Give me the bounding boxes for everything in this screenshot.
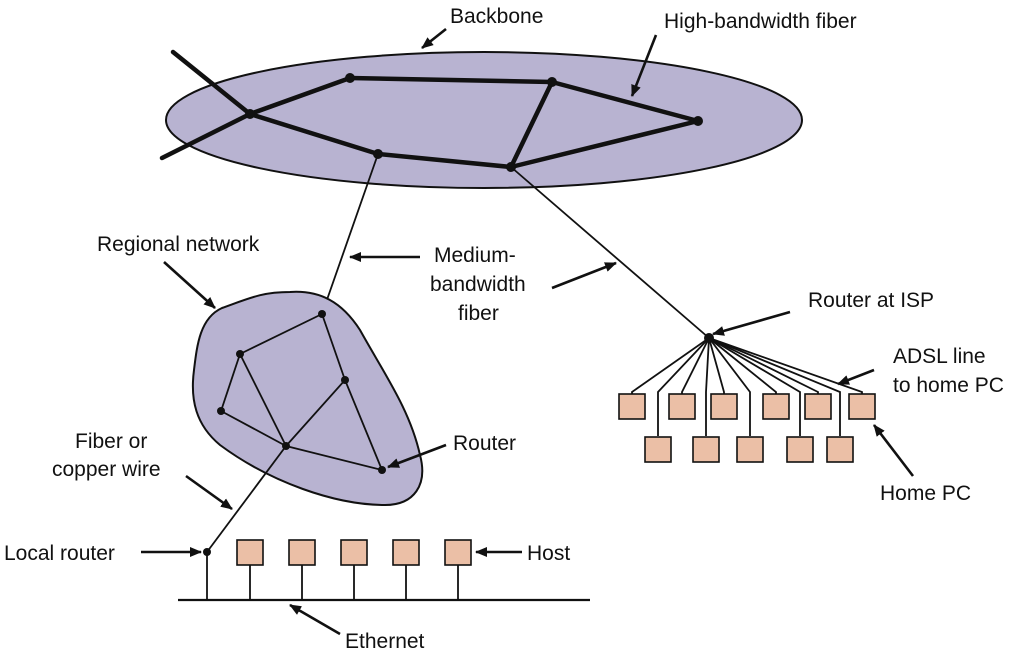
backbone-network [159,49,803,189]
label-fiber-copper-2: copper wire [52,458,161,481]
arrow-backbone [421,27,447,50]
arrow-high-bandwidth [630,34,658,97]
home-pc-computer [692,436,720,463]
host-computer [444,539,472,566]
label-medium-bandwidth-1: Medium- [434,244,516,267]
host-computer [392,539,420,566]
fiber-or-copper-link [206,445,287,553]
backbone-fiber-links [159,49,701,170]
local-router-node [203,548,211,556]
regional-network-region [191,290,424,507]
arrow-adsl [837,368,875,386]
label-router: Router [453,432,516,455]
home-pc-computer [804,393,832,420]
label-medium-bandwidth-2: bandwidth [430,273,526,296]
label-medium-bandwidth-3: fiber [458,302,499,325]
arrow-fiber-copper [185,474,233,511]
home-pc-computer [710,393,738,420]
medium-fiber-to-isp [510,166,710,339]
home-pc-computer [826,436,854,463]
arrow-ethernet [289,603,341,636]
regional-links [220,313,383,471]
arrow-regional [163,261,216,309]
arrow-router [387,443,447,469]
lan-hosts [236,539,472,600]
label-host: Host [527,542,570,565]
home-pcs [618,393,876,463]
label-adsl-line-1: ADSL line [893,345,986,368]
regional-network [191,290,424,507]
home-pc-computer [644,436,672,463]
home-pc-computer [736,436,764,463]
adsl-lines [631,337,863,436]
label-local-router: Local router [4,542,115,565]
isp-router-node [704,333,714,343]
isp-network [618,333,876,463]
home-pc-computer [848,393,876,420]
label-ethernet: Ethernet [345,630,425,653]
label-fiber-copper-1: Fiber or [75,430,147,453]
medium-fiber-to-regional [321,153,379,315]
host-computer [288,539,316,566]
local-lan [178,539,590,602]
backbone-region [165,51,803,189]
label-adsl-line-2: to home PC [893,374,1004,397]
home-pc-computer [668,393,696,420]
home-pc-computer [762,393,790,420]
home-pc-computer [618,393,646,420]
home-pc-computer [786,436,814,463]
regional-routers [217,310,386,474]
diagram-labels: Backbone High-bandwidth fiber Regional n… [4,5,1004,653]
host-computer [340,539,368,566]
arrow-medium-right [551,261,617,290]
label-regional-network: Regional network [97,233,260,256]
host-computer [236,539,264,566]
arrow-router-isp [712,310,791,336]
label-high-bandwidth-fiber: High-bandwidth fiber [664,10,857,33]
label-backbone: Backbone [450,5,543,28]
pointer-arrows [141,27,915,636]
label-router-at-isp: Router at ISP [808,289,934,312]
label-home-pc: Home PC [880,482,971,505]
arrow-home-pc [872,424,915,477]
